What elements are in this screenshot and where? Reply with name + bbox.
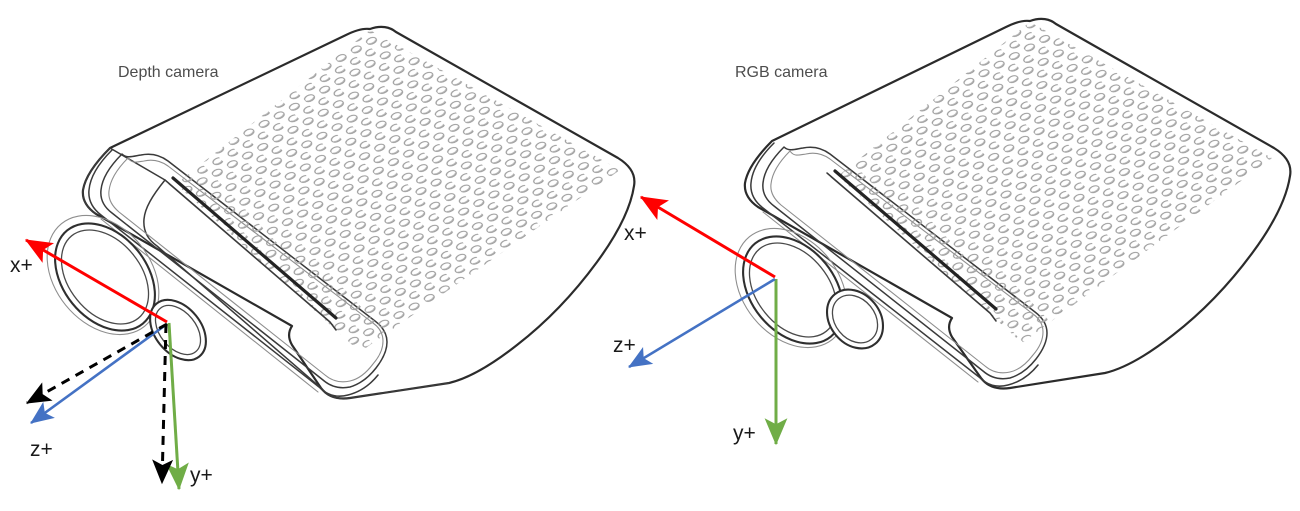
body-seam-rgb <box>833 169 998 311</box>
device-rgb-camera: RGB camera x+ y+ z+ <box>613 17 1292 446</box>
axis-reference-z-depth <box>25 322 168 405</box>
axis-z-rgb <box>628 277 776 369</box>
body-seam-depth <box>171 176 338 320</box>
lens-small-inner-rgb <box>831 294 879 344</box>
front-plate-inner-depth <box>100 153 388 389</box>
front-plate-contour2-depth <box>108 157 384 383</box>
lens-large-outer-depth <box>46 214 160 336</box>
axis-label-z-depth: z+ <box>30 438 53 461</box>
lens-small-inner-depth <box>154 304 202 356</box>
axis-label-z-rgb: z+ <box>613 334 636 357</box>
panel-title-rgb: RGB camera <box>735 64 828 81</box>
axis-label-x-rgb: x+ <box>624 222 647 245</box>
axis-reference-y-depth <box>152 323 174 485</box>
front-plate-rgb <box>750 142 1039 387</box>
lens-large-inner-rgb <box>748 242 838 338</box>
axis-z-depth <box>30 322 168 425</box>
axis-label-y-rgb: y+ <box>733 422 756 445</box>
device-depth-camera: Depth camera x+ y+ z+ <box>10 25 636 491</box>
bottom-edge-highlight-depth <box>100 218 319 393</box>
axis-y-depth <box>166 322 189 491</box>
panel-title-depth: Depth camera <box>118 64 219 81</box>
front-plate-depth <box>88 149 379 397</box>
body-seam-edge-rgb <box>826 172 997 322</box>
front-plate-inner-rgb <box>762 146 1048 380</box>
front-plate-contour2-rgb <box>770 150 1044 374</box>
axis-x-depth <box>24 238 168 324</box>
axis-label-x-depth: x+ <box>10 254 33 277</box>
body-seam-edge-depth <box>164 179 337 331</box>
axis-x-rgb <box>639 195 776 279</box>
lens-large-inner-depth <box>60 229 150 325</box>
lens-large-outer-rgb <box>734 227 848 349</box>
bottom-edge-highlight-rgb <box>762 211 979 383</box>
axis-label-y-depth: y+ <box>190 464 213 487</box>
